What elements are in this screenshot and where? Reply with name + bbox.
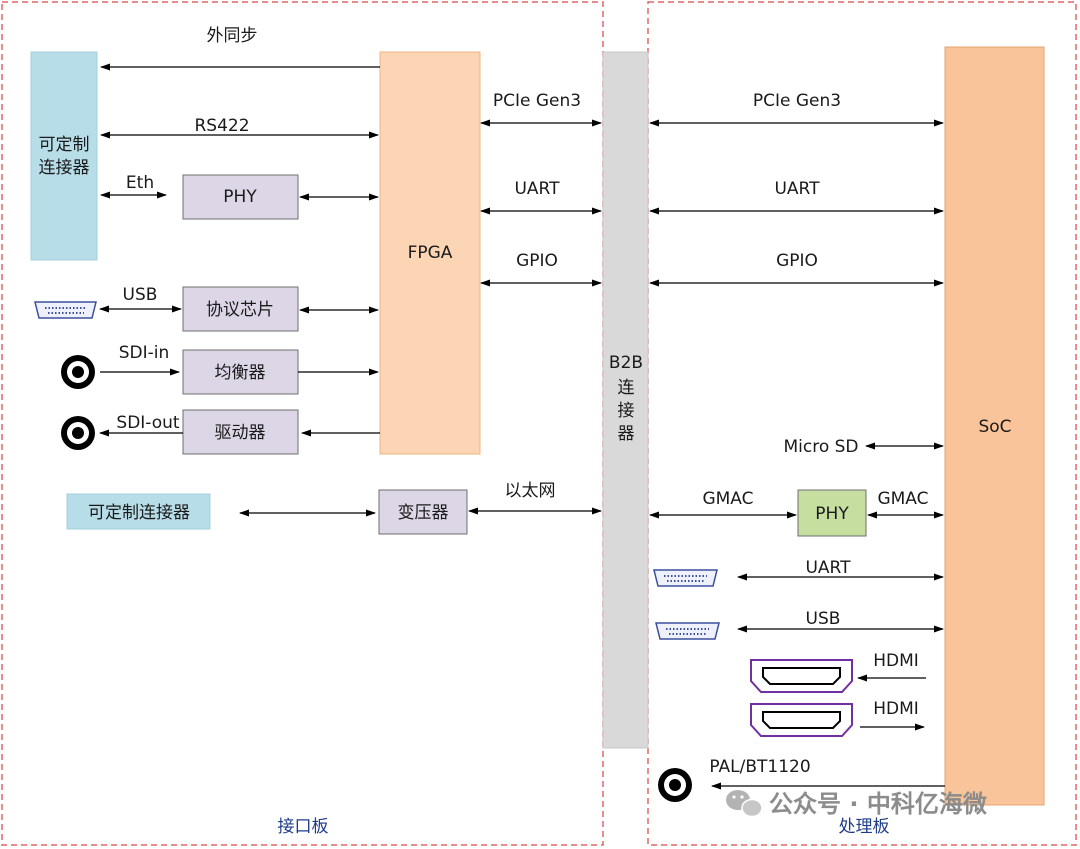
phy-left-box xyxy=(182,174,299,220)
protocol-chip-label: 协议芯片 xyxy=(206,300,274,320)
custom-connector-bottom-label: 可定制连接器 xyxy=(88,503,190,523)
uart-left-label: UART xyxy=(514,179,560,199)
usb-left-label: USB xyxy=(123,285,158,305)
driver-label: 驱动器 xyxy=(215,423,266,443)
signal-lines xyxy=(99,63,945,790)
custom-connector-bottom xyxy=(66,493,211,530)
micro-sd-label: Micro SD xyxy=(783,437,858,457)
hdmi-in-connector-icon xyxy=(750,659,853,693)
equalizer-label: 均衡器 xyxy=(215,363,266,383)
watermark-text: 公众号 · 中科亿海微 xyxy=(769,790,987,818)
equalizer-box xyxy=(182,349,299,395)
ext-sync-label: 外同步 xyxy=(207,26,258,46)
soc-label: SoC xyxy=(978,417,1011,437)
b2b-label-line1: B2B xyxy=(609,353,643,373)
processing-board-title: 处理板 xyxy=(839,817,890,837)
fpga-block xyxy=(379,51,481,455)
gmac-left-label: GMAC xyxy=(702,489,753,509)
custom-connector-top xyxy=(30,51,98,261)
b2b-connector-block xyxy=(602,51,649,749)
pal-label: PAL/BT1120 xyxy=(709,757,810,777)
uart-dsub-connector-icon xyxy=(653,569,718,587)
wechat-logo-icon xyxy=(726,790,763,818)
sdi-in-label: SDI-in xyxy=(119,343,170,363)
transformer-box xyxy=(378,489,468,535)
b2b-label-line4: 器 xyxy=(618,424,635,444)
pal-coax-icon xyxy=(658,768,692,802)
sdi-in-coax-icon xyxy=(61,355,95,389)
usb-dsub-connector-icon xyxy=(34,301,97,319)
b2b-label-line3: 接 xyxy=(618,401,635,421)
usb-port-label: USB xyxy=(806,609,841,629)
pcie-left-label: PCIe Gen3 xyxy=(493,91,581,111)
hdmi-out-connector-icon xyxy=(750,703,853,737)
transformer-label: 变压器 xyxy=(398,503,449,523)
soc-block xyxy=(944,46,1045,806)
gpio-right-label: GPIO xyxy=(776,251,818,271)
gmac-right-label: GMAC xyxy=(877,489,928,509)
interface-board-title: 接口板 xyxy=(278,817,329,837)
phy-right-box xyxy=(797,489,867,537)
fpga-label: FPGA xyxy=(408,243,453,263)
pcie-right-label: PCIe Gen3 xyxy=(753,91,841,111)
eth-label: Eth xyxy=(126,173,154,193)
rs422-label: RS422 xyxy=(194,116,249,136)
uart-right-label: UART xyxy=(774,179,820,199)
b2b-label-line2: 连 xyxy=(618,378,635,398)
hdmi-in-label: HDMI xyxy=(873,651,919,671)
ethernet-label: 以太网 xyxy=(505,481,556,501)
sdi-out-label: SDI-out xyxy=(116,413,180,433)
driver-box xyxy=(182,409,299,455)
usb-dsub-connector-icon-right xyxy=(655,622,720,640)
uart-port-label: UART xyxy=(805,558,851,578)
sdi-out-coax-icon xyxy=(61,416,95,450)
gpio-left-label: GPIO xyxy=(516,251,558,271)
custom-connector-top-line2: 连接器 xyxy=(39,158,90,178)
custom-connector-top-line1: 可定制 xyxy=(39,135,90,155)
phy-right-label: PHY xyxy=(815,504,849,524)
hdmi-out-label: HDMI xyxy=(873,699,919,719)
phy-left-label: PHY xyxy=(223,187,257,207)
protocol-chip-box xyxy=(182,286,299,332)
